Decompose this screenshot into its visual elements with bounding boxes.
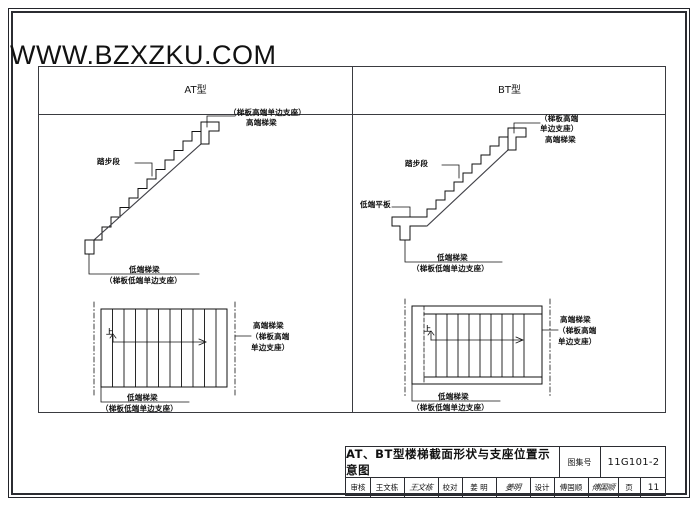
review-signature: 王文栋 [408,483,434,492]
bt-plan-high-support-note-1: （梯板高端 [558,326,597,335]
at-plan-high-support-note-1: （梯板高端 [251,332,290,341]
proof-name: 姜 明 [470,483,488,492]
bt-low-support-note: （梯板低端单边支座） [412,264,489,273]
bt-plan-up-arrow-label: 上 [424,325,432,333]
column-header-bt: BT型 [498,85,521,96]
bt-plan-low-beam-label: 低端梯梁 [438,392,469,401]
bt-low-flat-plate-label: 低端平板 [360,200,391,209]
at-drawing-cell: （梯板高端单边支座） 高端梯梁 踏步段 低端梯梁 （梯板低端单边支座） 上 高端… [39,108,352,414]
page-label: 页 [625,483,633,492]
atlas-number-label: 图集号 [567,457,592,467]
column-header-at: AT型 [184,85,207,96]
signoff-divider-7 [554,478,555,497]
review-name: 王文栋 [375,483,399,492]
atlas-number-value: 11G101-2 [607,456,660,468]
sheet-frame-inner [11,11,687,495]
at-high-beam-label: 高端梯梁 [246,118,277,127]
at-plan-low-support-note: （梯板低端单边支座） [101,404,178,413]
proof-signature: 姜明 [504,483,522,492]
drawing-title: AT、BT型楼梯截面形状与支座位置示意图 [346,447,551,477]
signoff-divider-2 [404,478,405,497]
bt-low-beam-label: 低端梯梁 [437,253,468,262]
at-low-beam-label: 低端梯梁 [129,265,160,274]
title-block: AT、BT型楼梯截面形状与支座位置示意图 图集号 11G101-2 审核 王文栋… [345,446,666,497]
bt-high-beam-label: 高端梯梁 [545,135,576,144]
signoff-divider-5 [496,478,497,497]
proof-label: 校对 [442,483,458,492]
bt-plan-low-support-note: （梯板低端单边支座） [412,403,489,412]
bt-step-run-label: 踏步段 [405,159,429,168]
signoff-divider-10 [640,478,641,497]
title-block-row-main: AT、BT型楼梯截面形状与支座位置示意图 图集号 11G101-2 [346,447,665,477]
review-label: 审核 [350,483,366,492]
signoff-divider-6 [530,478,531,497]
bt-drawing-cell: （梯板高端 单边支座） 高端梯梁 踏步段 低端平板 低端梯梁 （梯板低端单边支座… [352,114,667,414]
signoff-divider-9 [618,478,619,497]
at-high-support-note: （梯板高端单边支座） [229,108,306,117]
bt-diagram-svg [391,122,559,402]
title-divider-2 [600,447,601,477]
column-separator [352,67,353,412]
page-number: 11 [647,482,660,493]
at-plan-high-support-note-2: 单边支座） [251,343,290,352]
comparison-table: AT型 BT型 [38,66,666,413]
signoff-divider-4 [462,478,463,497]
watermark-text: WWW.BZXZKU.COM [10,40,277,70]
at-plan-low-beam-label: 低端梯梁 [127,393,158,402]
design-signature: 傅国顺 [590,483,616,492]
at-plan-up-arrow-label: 上 [106,328,114,336]
design-name: 傅国顺 [559,483,583,492]
at-diagram-svg [84,115,252,403]
title-divider-1 [559,447,560,477]
at-low-support-note: （梯板低端单边支座） [105,276,182,285]
title-block-row-signoff: 审核 王文栋 王文栋 校对 姜 明 姜明 设计 傅国顺 傅国顺 页 11 [346,477,665,497]
bt-high-support-note-1: （梯板高端 [540,114,579,123]
sheet-frame-outer [8,8,690,498]
bt-plan-high-support-note-2: 单边支座） [558,337,597,346]
design-label: 设计 [534,483,550,492]
signoff-divider-3 [438,478,439,497]
bt-high-support-note-2: 单边支座） [540,124,579,133]
bt-plan-high-beam-label: 高端梯梁 [560,315,591,324]
at-plan-high-beam-label: 高端梯梁 [253,321,284,330]
signoff-divider-1 [370,478,371,497]
signoff-divider-8 [588,478,589,497]
at-step-run-label: 踏步段 [97,157,121,166]
